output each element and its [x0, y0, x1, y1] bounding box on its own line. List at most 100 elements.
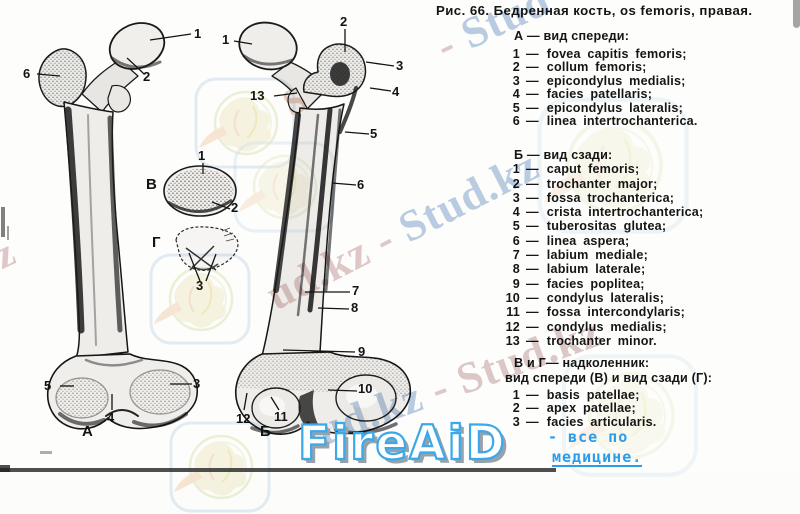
- legend-item-number: 3: [512, 414, 520, 429]
- legend-item-dash: —: [526, 60, 539, 75]
- legend-item-dash: —: [526, 162, 539, 177]
- legend-item-term: facies poplitea;: [546, 276, 645, 291]
- legend-item-term: fossa trochanterica;: [546, 190, 675, 205]
- legend-item-term: condylus lateralis;: [546, 290, 665, 305]
- legend-item-dash: —: [526, 248, 539, 263]
- legend-item-dash: —: [526, 233, 539, 248]
- legend-section-header: Б — вид сзади:: [514, 147, 613, 162]
- legend-item-number: 6: [512, 233, 520, 248]
- legend-item: 8 — labium laterale;: [436, 262, 800, 276]
- legend-item: 9—facies poplitea;: [436, 277, 800, 291]
- legend-item-dash: —: [526, 414, 539, 429]
- legend-section-header: В и Г— надколенник:: [514, 356, 650, 371]
- legend-item-dash: —: [526, 113, 539, 128]
- legend-item-term: trochanter major;: [546, 176, 658, 191]
- legend-item-number: 3: [512, 73, 520, 88]
- figure-caption: Рис. 66. Бедренная кость, os femoris, пр…: [436, 3, 753, 18]
- legend-item-term: fossa intercondylaris;: [546, 305, 686, 320]
- legend-item: 2—apex patellae;: [436, 402, 800, 416]
- legend-item: 12 — condylus medialis;: [436, 320, 800, 334]
- legend-item: 3 — fossa trochanterica;: [436, 191, 800, 205]
- legend-item-number: 3: [512, 190, 520, 205]
- legend-item: 3 — epicondylus medialis;: [436, 73, 800, 88]
- legend-item-number: 2: [512, 60, 520, 75]
- fireaid-logo: FireAiD: [297, 416, 507, 471]
- legend-item-dash: —: [526, 262, 539, 277]
- legend-item: 2—trochanter major;: [436, 177, 800, 191]
- legend-item-dash: —: [526, 305, 539, 320]
- scan-mark-artifact: [7, 226, 9, 240]
- legend-item-term: collum femoris;: [546, 60, 647, 75]
- legend-item-dash: —: [526, 190, 539, 205]
- legend-item-number: 10: [505, 290, 520, 305]
- femur-front-view: [38, 22, 198, 430]
- legend-item: 11—fossa intercondylaris;: [436, 305, 800, 319]
- legend-item-term: labium mediale;: [546, 248, 648, 263]
- legend-item-term: linea aspera;: [546, 233, 630, 248]
- legend-item-dash: —: [526, 73, 539, 88]
- legend-item-dash: —: [526, 387, 539, 402]
- legend-item-dash: —: [526, 46, 539, 61]
- legend-item-number: 12: [505, 319, 520, 334]
- legend-item-number: 8: [512, 262, 520, 277]
- legend-item-term: labium laterale;: [546, 262, 646, 277]
- legend-section-subheader: вид спереди (В) и вид сзади (Г):: [505, 370, 713, 385]
- legend-item-number: 2: [512, 401, 520, 416]
- scan-smear-artifact: [793, 0, 800, 28]
- legend-item-number: 4: [512, 205, 520, 220]
- legend-item-term: trochanter minor.: [546, 333, 657, 348]
- legend-item-number: 13: [505, 333, 520, 348]
- legend-item-number: 7: [512, 248, 520, 263]
- legend-item-number: 5: [512, 100, 520, 115]
- femur-back-view: [235, 21, 412, 435]
- legend-item: 1 — fovea capitis femoris;: [436, 46, 800, 61]
- legend-item: 1 — basis patellae;: [436, 387, 800, 403]
- legend-item-term: tuberositas glutea;: [546, 219, 667, 234]
- legend-item-number: 2: [512, 176, 520, 191]
- fireaid-tagline-line2: медицине.: [552, 448, 643, 467]
- legend-body: А — вид спереди: 1 — fovea capitis femoris;…: [436, 29, 800, 429]
- scan-mark-artifact: [1, 207, 5, 237]
- patella-front-view: [163, 165, 237, 217]
- legend-item-dash: —: [526, 219, 539, 234]
- legend-item: 6 — linea aspera;: [436, 234, 800, 248]
- legend-section: А — вид спереди: 1 — fovea capitis femoris;…: [436, 29, 800, 128]
- patella-back-view: [175, 226, 239, 271]
- legend-item-term: caput femoris;: [546, 162, 640, 177]
- legend-item-dash: —: [526, 290, 539, 305]
- scan-edge-artifact: [0, 465, 10, 472]
- legend-item-dash: —: [526, 319, 539, 334]
- legend-item: 13—trochanter minor.: [436, 334, 800, 348]
- legend-item: 7 — labium mediale;: [436, 248, 800, 262]
- legend-item-number: 1: [512, 162, 520, 177]
- legend-item-number: 4: [512, 87, 520, 102]
- legend-item-number: 1: [512, 46, 520, 61]
- legend-item: 1 — caput femoris;: [436, 162, 800, 176]
- legend-item-dash: —: [526, 87, 539, 102]
- legend-item-number: 5: [512, 219, 520, 234]
- legend-item: 5 — tuberositas glutea;: [436, 219, 800, 233]
- legend-item-term: epicondylus medialis;: [546, 73, 686, 88]
- femur-illustration: [36, 21, 412, 435]
- legend-item-dash: —: [526, 401, 539, 416]
- legend-item-term: facies patellaris;: [546, 87, 653, 102]
- legend-item: 2 — collum femoris;: [436, 60, 800, 75]
- legend-item: 10 — condylus lateralis;: [436, 291, 800, 305]
- legend-item-number: 1: [512, 387, 520, 402]
- legend-section-header: А — вид спереди:: [514, 29, 630, 43]
- legend-item-term: epicondylus lateralis;: [546, 100, 683, 115]
- legend-item-term: fovea capitis femoris;: [546, 46, 687, 61]
- legend-section: Б — вид сзади:1—caput femoris;2—trochant…: [436, 147, 800, 348]
- scan-edge-artifact: [0, 468, 556, 472]
- legend-item-number: 6: [512, 113, 520, 128]
- legend-item-term: crista intertrochanterica;: [546, 205, 704, 220]
- legend-item: 5 — epicondylus lateralis;: [436, 100, 800, 115]
- legend-item: 4 — facies patellaris;: [436, 87, 800, 102]
- legend-item-term: linea intertrochanterica.: [546, 113, 698, 128]
- legend-item-dash: —: [526, 276, 539, 291]
- legend-item-term: condylus medialis;: [546, 319, 667, 334]
- legend-item: 6 — linea intertrochanterica.: [436, 113, 800, 128]
- legend-item-dash: —: [526, 100, 539, 115]
- legend-item-term: basis patellae;: [546, 387, 640, 402]
